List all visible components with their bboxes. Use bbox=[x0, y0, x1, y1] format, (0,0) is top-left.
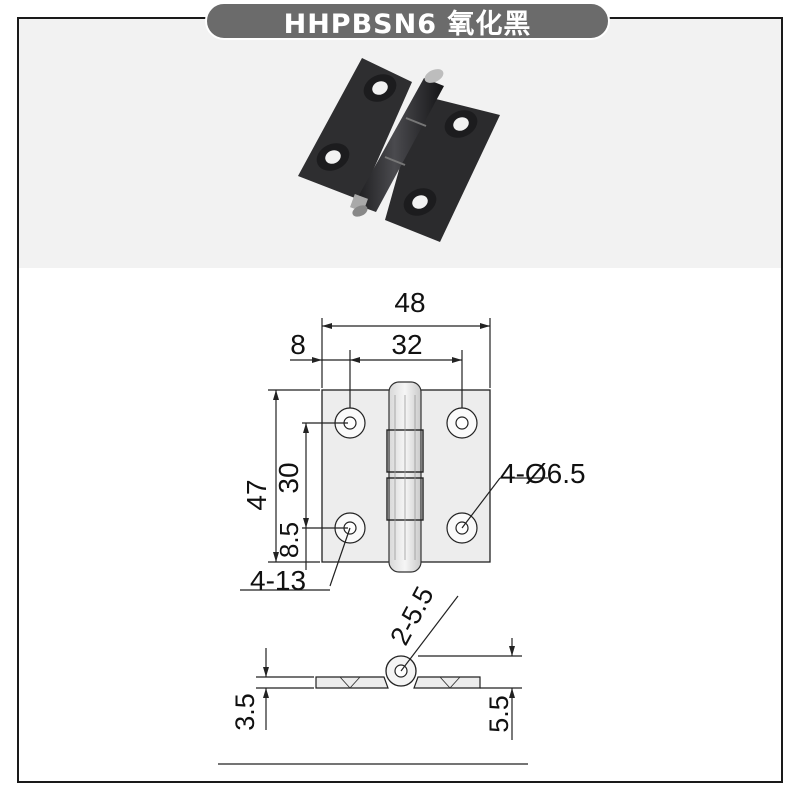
dim-height-overall: 47 bbox=[241, 479, 272, 510]
hinge-leaf-right bbox=[385, 95, 500, 242]
photo-holes bbox=[316, 74, 478, 216]
dim-edge-offset: 8 bbox=[290, 329, 306, 360]
product-title: HHPBSN6 氧化黑 bbox=[283, 8, 532, 40]
hinge-photo bbox=[298, 58, 500, 242]
dim-hole-diameter: 4-Ø6.5 bbox=[500, 458, 586, 489]
dim-hole-spacing-horizontal: 32 bbox=[391, 329, 422, 360]
hinge-barrel bbox=[350, 69, 444, 217]
dim-hole-edge-offset: 8.5 bbox=[274, 522, 304, 558]
side-view-drawing: 3.5 5.5 2-5.5 bbox=[218, 582, 528, 765]
dim-pin-diameter: 2-5.5 bbox=[384, 582, 439, 650]
dim-knuckle-height: 5.5 bbox=[484, 695, 514, 733]
hinge-leaf-left bbox=[298, 58, 412, 200]
title-banner: HHPBSN6 氧化黑 bbox=[205, 2, 610, 40]
dim-width-overall: 48 bbox=[394, 287, 425, 318]
front-view-drawing: 48 32 8 47 30 8.5 4-Ø6.5 4-13 bbox=[240, 287, 586, 596]
dim-hole-spacing-vertical: 30 bbox=[273, 462, 304, 493]
dim-counterbore: 4-13 bbox=[250, 565, 306, 596]
dim-leaf-thickness: 3.5 bbox=[230, 693, 260, 731]
